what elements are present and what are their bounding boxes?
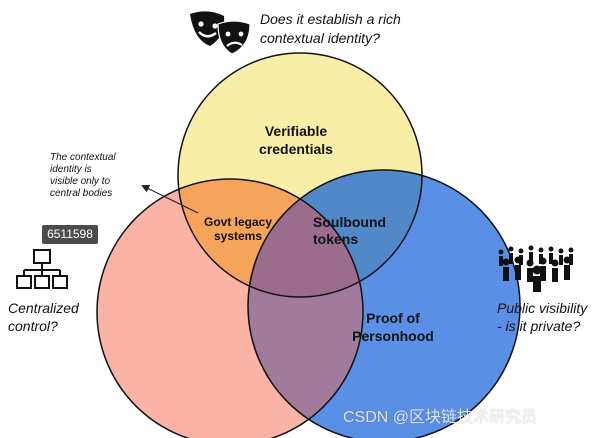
note-line-2: identity is	[50, 164, 92, 175]
question-public-visibility: Public visibility - is it private?	[497, 299, 587, 335]
crowd-icon	[498, 245, 574, 292]
question-centralized: Centralized control?	[8, 299, 79, 335]
label-govt-legacy-systems: Govt legacy systems	[198, 215, 278, 243]
label-sbt-line-1: Soulbound	[313, 214, 387, 230]
label-govt-line-2: systems	[213, 229, 263, 243]
label-vc-line-2: credentials	[259, 141, 333, 157]
right-circle-outline	[247, 169, 521, 438]
note-line-3: visible only to	[50, 176, 111, 187]
watermark: CSDN @区块链技术研究员	[343, 409, 538, 426]
label-pop-line-2: Personhood	[352, 328, 434, 344]
question-visibility-line-2: - is it private?	[497, 318, 581, 334]
note-line-4: central bodies	[50, 188, 113, 199]
label-vc-line-1: Verifiable	[264, 123, 328, 139]
question-identity-line-1: Does it establish a rich	[260, 11, 401, 27]
question-centralized-line-1: Centralized	[8, 300, 79, 316]
question-identity-line-2: contextual identity?	[260, 30, 380, 46]
note-line-1: The contextual	[50, 152, 116, 163]
label-verifiable-credentials: Verifiable credentials	[236, 122, 356, 158]
note-contextual-identity: The contextual identity is visible only …	[50, 152, 140, 200]
label-proof-of-personhood: Proof of Personhood	[348, 309, 438, 345]
label-pop-line-1: Proof of	[366, 310, 420, 326]
question-identity: Does it establish a rich contextual iden…	[260, 10, 401, 48]
label-sbt-line-2: tokens	[313, 231, 359, 247]
center-overlap	[248, 179, 363, 297]
label-govt-line-1: Govt legacy	[203, 215, 273, 229]
left-circle-outline	[96, 178, 364, 438]
theater-masks-icon	[190, 11, 251, 55]
question-centralized-line-2: control?	[8, 318, 58, 334]
label-soulbound-tokens: Soulbound tokens	[313, 214, 403, 248]
id-badge: 6511598	[42, 225, 98, 244]
note-arrow	[141, 185, 199, 214]
org-chart-icon	[16, 249, 68, 289]
question-visibility-line-1: Public visibility	[497, 300, 588, 316]
